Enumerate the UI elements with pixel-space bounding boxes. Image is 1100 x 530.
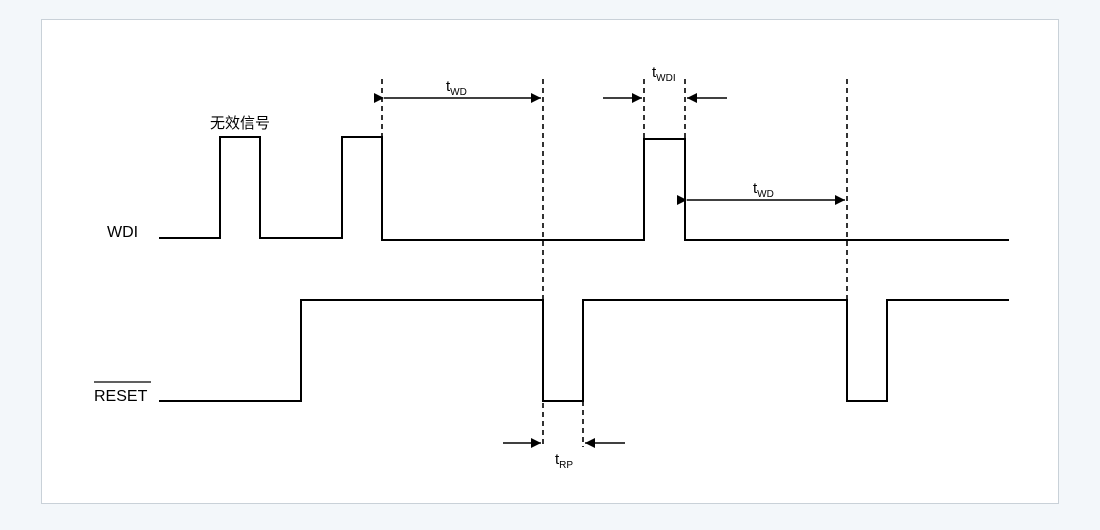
twd-label-1: tWD [446, 78, 467, 98]
twdi-label: tWDI [652, 64, 676, 84]
twd-label-2: tWD [753, 180, 774, 200]
timing-diagram: WDI RESET 无效信号 tWD tWDI tWD [94, 64, 1009, 471]
wdi-signal-label: WDI [107, 224, 138, 241]
reset-signal-label: RESET [94, 388, 148, 405]
timing-diagram-panel: WDI RESET 无效信号 tWD tWDI tWD [41, 19, 1059, 504]
wdi-waveform [159, 136, 1009, 241]
reset-waveform [159, 299, 1009, 402]
trp-label: tRP [555, 451, 573, 471]
invalid-pulse-annotation: 无效信号 [210, 114, 270, 132]
